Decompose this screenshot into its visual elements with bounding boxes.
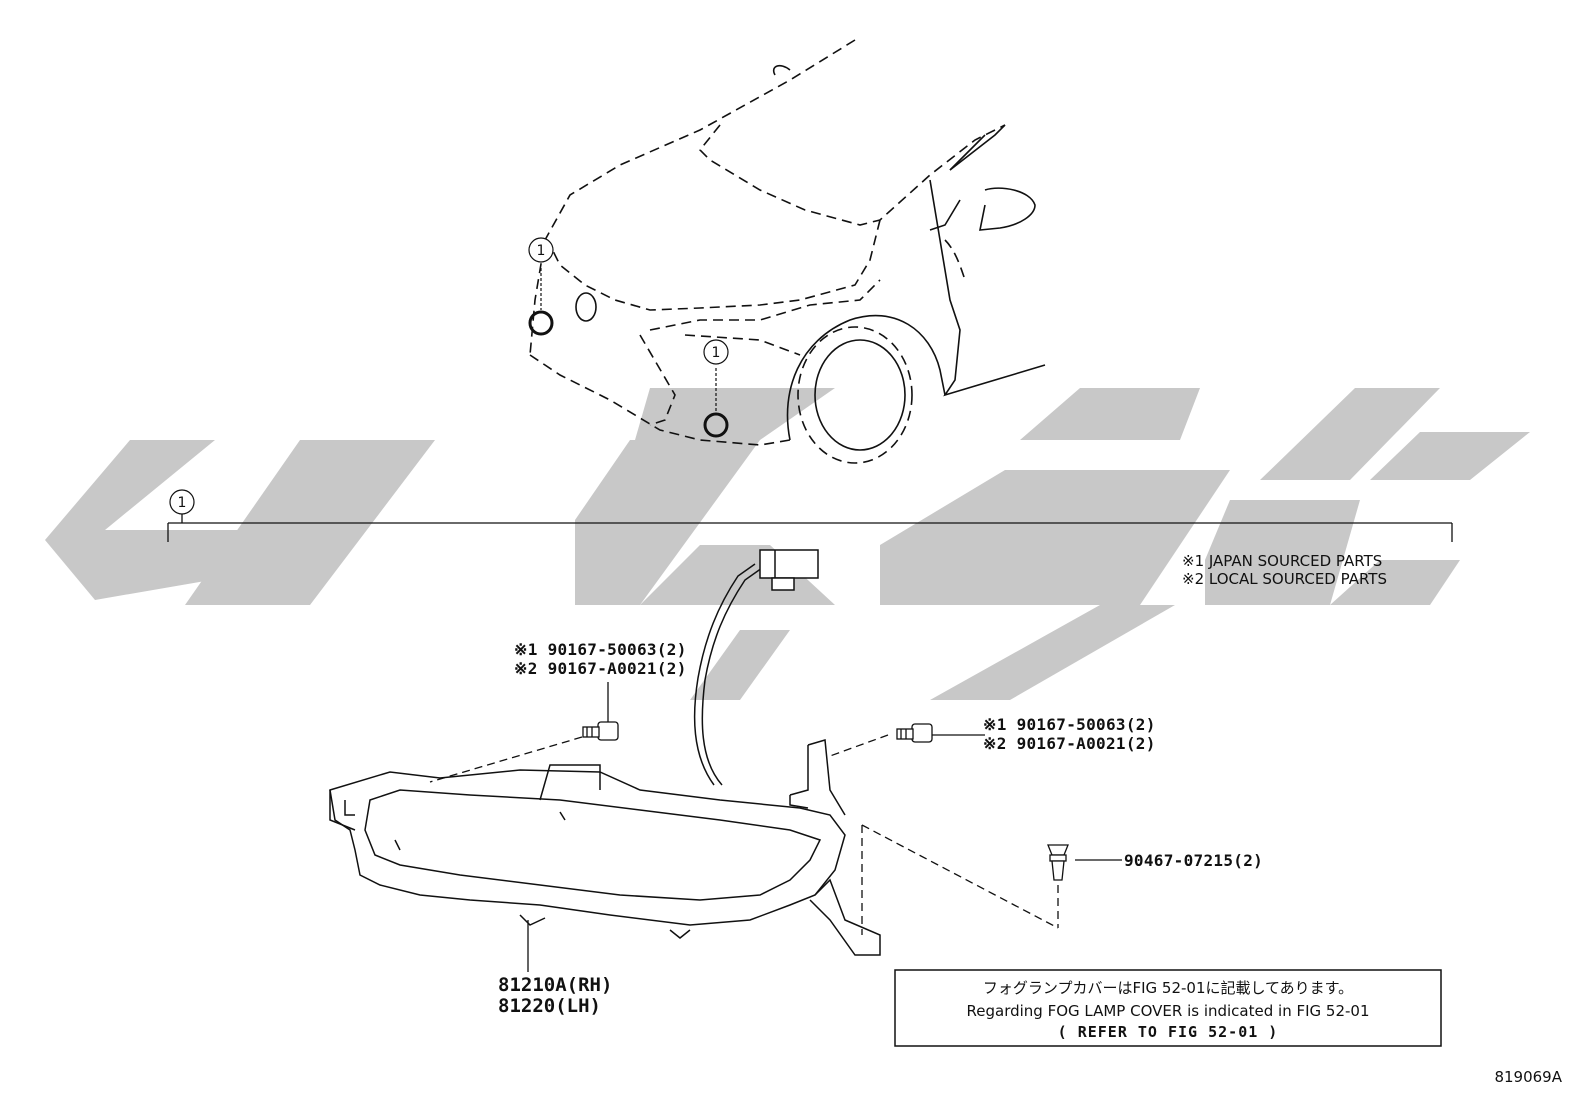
screw-right-label-japan: ※1 90167-50063(2)	[983, 715, 1156, 734]
fog-lamp-rh-part-number: 81210A(RH)	[498, 974, 612, 996]
watermark	[45, 388, 1530, 700]
reference-note-refer: ( REFER TO FIG 52-01 )	[1058, 1023, 1279, 1041]
assembly-bracket	[167, 514, 1453, 542]
screw-left-label-local: ※2 90167-A0021(2)	[514, 659, 687, 678]
reference-note-box	[894, 969, 1442, 1047]
vehicle-illustration	[529, 39, 1046, 464]
screw-left-illustration	[582, 721, 619, 741]
screw-right-label-local: ※2 90167-A0021(2)	[983, 734, 1156, 753]
fog-lamp-lh-part-number: 81220(LH)	[498, 995, 601, 1017]
callout-number-assembly: 1	[178, 495, 187, 511]
clip-illustration	[1047, 844, 1069, 881]
reference-note-japanese: フォグランプカバーはFIG 52-01に記載してあります。	[983, 979, 1353, 997]
leader-lines	[429, 682, 1122, 972]
clip-part-number: 90467-07215(2)	[1124, 851, 1263, 870]
vehicle-callouts: 1 1	[528, 237, 729, 438]
legend-japan-sourced: ※1 JAPAN SOURCED PARTS	[1182, 552, 1382, 570]
callout-number-upper: 1	[537, 243, 546, 259]
reference-note-english: Regarding FOG LAMP COVER is indicated in…	[967, 1002, 1370, 1020]
callout-circle-lower	[703, 339, 729, 365]
figure-id: 819069A	[1494, 1068, 1562, 1086]
callout-circle-upper	[528, 237, 554, 263]
legend-local-sourced: ※2 LOCAL SOURCED PARTS	[1182, 570, 1387, 588]
callout-circle-assembly	[169, 489, 195, 515]
fog-lamp-illustration	[329, 549, 881, 956]
screw-left-label-japan: ※1 90167-50063(2)	[514, 640, 687, 659]
callout-number-lower: 1	[712, 345, 721, 361]
screw-right-illustration	[896, 723, 933, 743]
